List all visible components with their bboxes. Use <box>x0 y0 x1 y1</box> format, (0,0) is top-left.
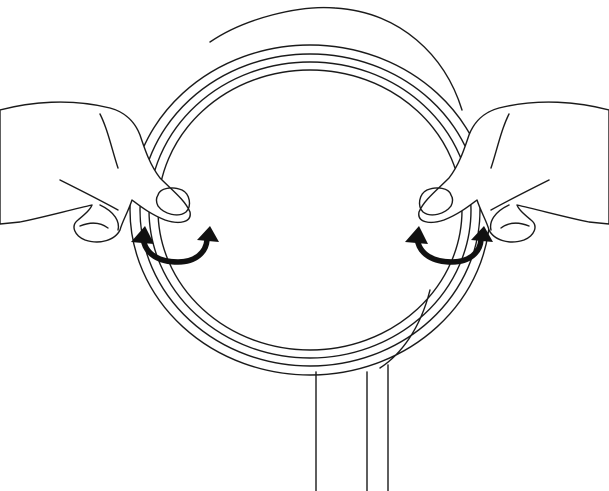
stand-icon <box>315 364 389 491</box>
fan-body-icon <box>209 6 463 369</box>
rotate-arrow-icon <box>405 226 493 265</box>
right-hand-icon <box>418 101 609 243</box>
rotate-arrow-icon <box>131 226 219 265</box>
left-hand-icon <box>0 101 191 243</box>
